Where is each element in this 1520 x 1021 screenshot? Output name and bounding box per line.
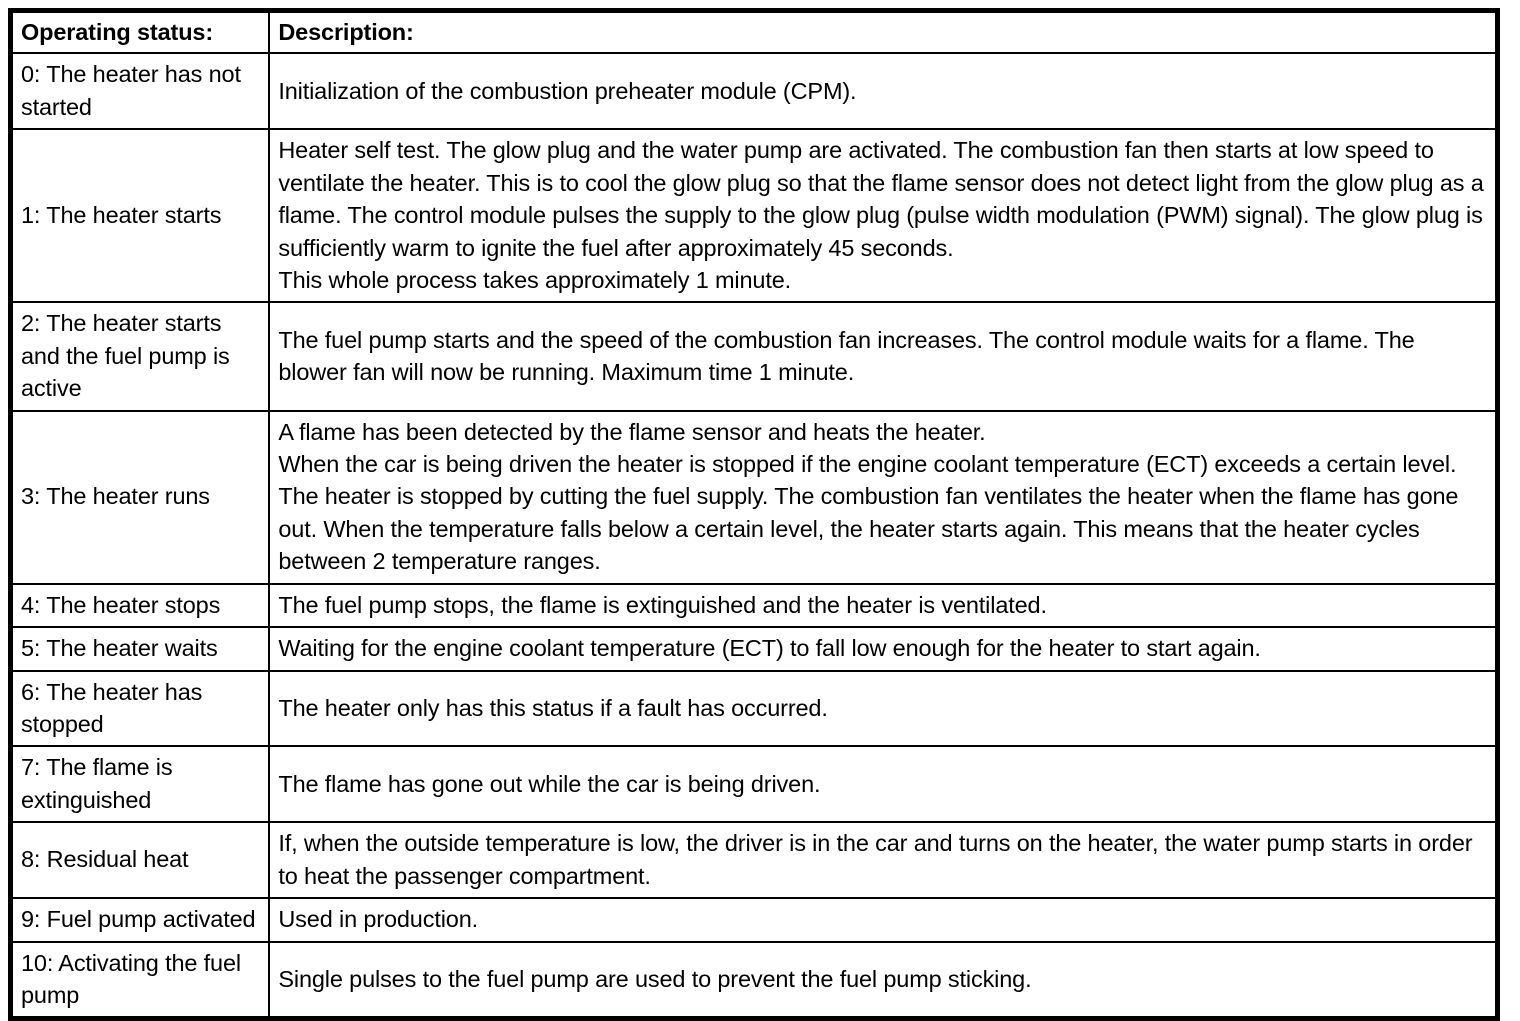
cell-operating-status: 3: The heater runs xyxy=(10,409,271,585)
column-header-operating-status: Operating status: xyxy=(10,10,271,55)
cell-description: The fuel pump stops, the flame is exting… xyxy=(268,582,1498,629)
table-body: 0: The heater has not started Initializa… xyxy=(10,52,1498,1019)
cell-operating-status: 6: The heater has stopped xyxy=(10,669,271,748)
table-row: 4: The heater stops The fuel pump stops,… xyxy=(10,582,1498,629)
table-row: 3: The heater runs A flame has been dete… xyxy=(10,409,1498,585)
table-header: Operating status: Description: xyxy=(10,10,1498,55)
table-row: 9: Fuel pump activated Used in productio… xyxy=(10,897,1498,943)
table-header-row: Operating status: Description: xyxy=(10,10,1498,55)
cell-operating-status: 10: Activating the fuel pump xyxy=(10,940,271,1019)
cell-operating-status: 1: The heater starts xyxy=(10,128,271,304)
table-row: 0: The heater has not started Initializa… xyxy=(10,52,1498,131)
column-header-description: Description: xyxy=(268,10,1498,55)
cell-operating-status: 0: The heater has not started xyxy=(10,52,271,131)
cell-description: The heater only has this status if a fau… xyxy=(268,669,1498,748)
cell-description: The flame has gone out while the car is … xyxy=(268,745,1498,824)
table-row: 1: The heater starts Heater self test. T… xyxy=(10,128,1498,304)
cell-operating-status: 2: The heater starts and the fuel pump i… xyxy=(10,301,271,412)
cell-description: Initialization of the combustion preheat… xyxy=(268,52,1498,131)
cell-description: The fuel pump starts and the speed of th… xyxy=(268,301,1498,412)
cell-description: If, when the outside temperature is low,… xyxy=(268,821,1498,900)
cell-operating-status: 8: Residual heat xyxy=(10,821,271,900)
table-row: 2: The heater starts and the fuel pump i… xyxy=(10,301,1498,412)
cell-operating-status: 5: The heater waits xyxy=(10,626,271,672)
operating-status-table: Operating status: Description: 0: The he… xyxy=(8,8,1500,1021)
cell-description: Single pulses to the fuel pump are used … xyxy=(268,940,1498,1019)
cell-operating-status: 7: The flame is extinguished xyxy=(10,745,271,824)
cell-operating-status: 9: Fuel pump activated xyxy=(10,897,271,943)
cell-operating-status: 4: The heater stops xyxy=(10,582,271,629)
cell-description: Waiting for the engine coolant temperatu… xyxy=(268,626,1498,672)
table-row: 5: The heater waits Waiting for the engi… xyxy=(10,626,1498,672)
cell-description: Used in production. xyxy=(268,897,1498,943)
table-row: 6: The heater has stopped The heater onl… xyxy=(10,669,1498,748)
table-row: 7: The flame is extinguished The flame h… xyxy=(10,745,1498,824)
cell-description: Heater self test. The glow plug and the … xyxy=(268,128,1498,304)
cell-description: A flame has been detected by the flame s… xyxy=(268,409,1498,585)
table-row: 8: Residual heat If, when the outside te… xyxy=(10,821,1498,900)
table-row: 10: Activating the fuel pump Single puls… xyxy=(10,940,1498,1019)
